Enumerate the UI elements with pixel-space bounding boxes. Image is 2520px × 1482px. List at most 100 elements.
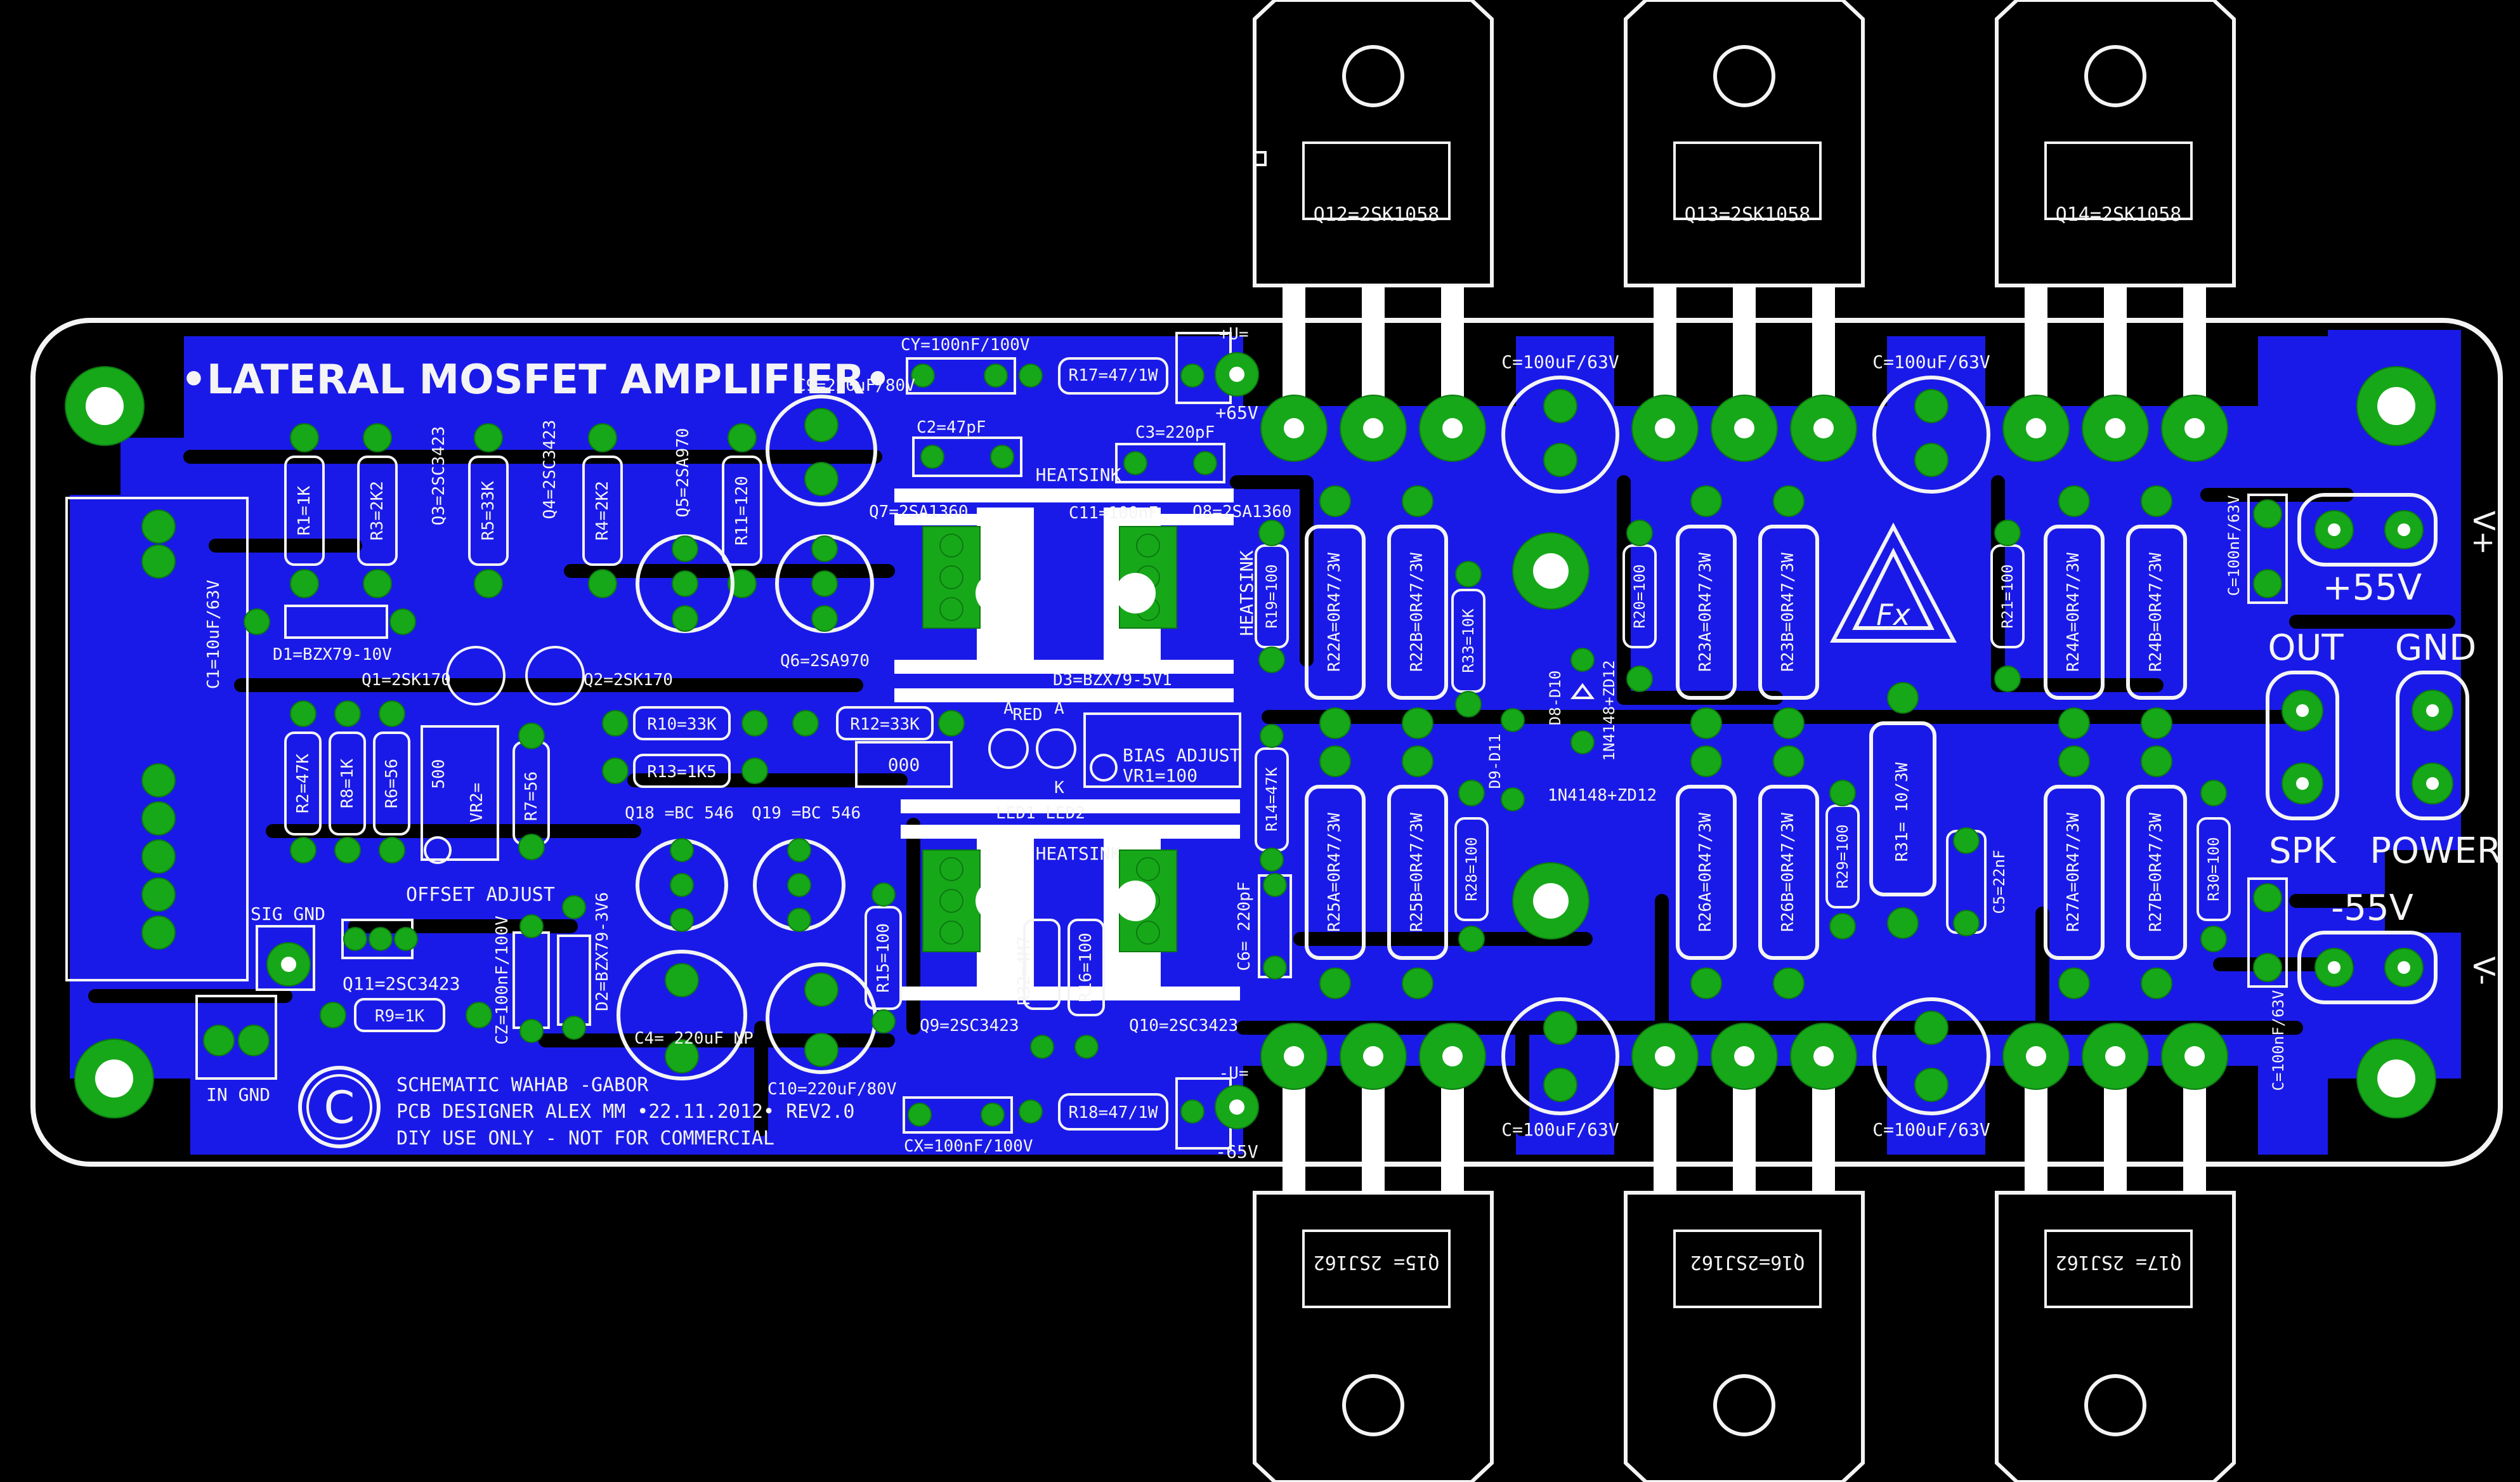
q5-label: Q5=2SA970 <box>674 428 693 518</box>
electrolytic-caps: C9=220uF/80V C10=220uF/80V C4= 220uF NP <box>617 376 915 1099</box>
bias-adjust-label: BIAS ADJUST <box>1123 745 1241 766</box>
c10-label: C10=220uF/80V <box>767 1080 897 1099</box>
q9-label: Q9=2SC3423 <box>920 1016 1019 1035</box>
r28-label: R28=100 <box>1463 837 1480 901</box>
out-label: OUT <box>2268 627 2344 669</box>
emitter-resistors: R22A=0R47/3W R22B=0R47/3W R23A=0R47/3W R… <box>1305 485 2187 999</box>
c11-label: C11=100nF <box>1069 504 1158 523</box>
offset-adjust-label: OFFSET ADJUST <box>406 884 555 906</box>
r15-label: R15=100 <box>874 923 893 993</box>
cz-label: CZ=100nF/100V <box>493 915 512 1045</box>
c1-label: C1=10uF/63V <box>204 580 223 689</box>
d8-label: D8-D10 <box>1546 671 1564 726</box>
q10-label: Q10=2SC3423 <box>1129 1016 1238 1035</box>
r25b-label: R25B=0R47/3W <box>1407 813 1426 932</box>
bias-adjust: BIAS ADJUST VR1=100 000 <box>855 712 1241 788</box>
d1-label: D1=BZX79-10V <box>273 645 392 664</box>
r23b-label: R23B=0R47/3W <box>1779 553 1798 672</box>
r13-label: R13=1K5 <box>647 763 717 782</box>
gate-resistors: R19=100 R20=100 R21=100 R28=100 R29=100 … <box>1255 520 2231 952</box>
c3-label: C3=220pF <box>1135 423 1215 442</box>
r21-label: R21=100 <box>1999 564 2016 628</box>
filter-caps: C=100nF/63V C=100nF/63V <box>2225 494 2288 1091</box>
q11-label: Q11=2SC3423 <box>343 973 460 994</box>
r19-label: R19=100 <box>1263 564 1281 628</box>
protection-diodes: D8-D10 1N4148+ZD12 D9-D11 1N4148+ZD12 <box>1486 648 1657 811</box>
r12-label: R12=33K <box>850 715 920 734</box>
out-cap-3-label: C=100uF/63V <box>1501 1119 1619 1140</box>
r22a-label: R22A=0R47/3W <box>1325 553 1344 672</box>
spk-label: SPK <box>2269 830 2337 872</box>
r17-label: R17=47/1W <box>1069 366 1158 385</box>
input-stage: R1=1K R3=2K2 Q3=2SC3423 R5=33K Q4=2SC342… <box>65 420 1105 1059</box>
q6-label: Q6=2SA970 <box>780 652 870 671</box>
r5-label: R5=33K <box>479 481 498 541</box>
q17-label: Q17= 2SJ162 <box>2056 1251 2182 1273</box>
r29-label: R29=100 <box>1834 824 1851 888</box>
r33-label: R33=10K <box>1459 608 1477 673</box>
out-cap-2-label: C=100uF/63V <box>1872 351 1990 372</box>
r2-label: R2=47K <box>294 754 313 813</box>
q19-label: Q19 =BC 546 <box>752 804 861 823</box>
v65-minus-label: -65V <box>1215 1141 1258 1162</box>
q18-label: Q18 =BC 546 <box>625 804 734 823</box>
mounting-holes <box>65 366 2436 1118</box>
leds-label: LED1 LED2 <box>996 804 1085 823</box>
led-a2-label: A <box>1054 699 1064 718</box>
q7-label: Q7=2SA1360 <box>869 502 969 521</box>
u-minus-label: -U= <box>1219 1064 1249 1083</box>
r23a-label: R23A=0R47/3W <box>1696 553 1715 672</box>
c4-label: C4= 220uF NP <box>634 1029 754 1048</box>
q14-label: Q14=2SK1058 <box>2056 204 2182 226</box>
q1-label: Q1=2SK170 <box>362 671 451 690</box>
credits-block: C SCHEMATIC WAHAB -GABOR PCB DESIGNER AL… <box>298 1066 854 1150</box>
r27a-label: R27A=0R47/3W <box>2064 813 2083 932</box>
r31-label: R31= 10/3W <box>1893 762 1912 862</box>
q2-label: Q2=2SK170 <box>584 671 673 690</box>
r7-label: R7=56 <box>522 771 541 821</box>
cy-label: CY=100nF/100V <box>901 336 1030 355</box>
r3-label: R3=2K2 <box>368 481 387 541</box>
top-output-transistors: Q12=2SK1058 Q13=2SK1058 Q14=2SK1058 <box>1253 0 2236 425</box>
r24a-label: R24A=0R47/3W <box>2064 553 2083 672</box>
q15-label: Q15= 2SJ162 <box>1314 1251 1440 1273</box>
minus-55v-label: -55V <box>2331 888 2413 929</box>
rail-filter: CY=100nF/100V R17=47/1W +U= +65V CX=100n… <box>901 325 1259 1162</box>
credit-line-1: SCHEMATIC WAHAB -GABOR <box>396 1074 649 1096</box>
out-cap-4-label: C=100uF/63V <box>1872 1119 1990 1140</box>
c5-label: C5=22nF <box>1990 849 2008 914</box>
c9-label: C9=220uF/80V <box>796 376 915 395</box>
zobel-network: R31= 10/3W C5=22nF <box>1869 682 2008 939</box>
filter-cap-bottom-label: C=100nF/63V <box>2269 990 2287 1091</box>
v-minus-connector-label: V- <box>2467 956 2501 985</box>
v-plus-connector-label: V+ <box>2467 511 2501 555</box>
d-lower-label: 1N4148+ZD12 <box>1548 786 1657 805</box>
r32-label: R32=4M7 <box>1015 936 1034 1006</box>
r26a-label: R26A=0R47/3W <box>1696 813 1715 932</box>
bias-pot-value: 000 <box>888 754 920 775</box>
output-caps: C=100uF/63V C=100uF/63V C=100uF/63V C=10… <box>1501 351 1990 1140</box>
v65-plus-label: +65V <box>1215 402 1258 423</box>
r10-label: R10=33K <box>647 715 717 734</box>
sig-gnd-label: SIG GND <box>251 903 325 924</box>
heatsink-top-label: HEATSINK <box>1036 464 1121 485</box>
q13-label: Q13=2SK1058 <box>1685 204 1811 226</box>
r6-label: R6=56 <box>382 759 402 808</box>
q8-label: Q8=2SA1360 <box>1192 502 1292 521</box>
r9-label: R9=1K <box>375 1007 425 1026</box>
plus-55v-label: +55V <box>2323 567 2422 608</box>
out-cap-1-label: C=100uF/63V <box>1501 351 1619 372</box>
r24b-label: R24B=0R47/3W <box>2146 553 2165 672</box>
output-pads <box>1260 395 2228 1090</box>
vr2-value: 500 <box>429 759 448 789</box>
copyright-symbol: C <box>324 1082 355 1134</box>
d-upper-label: 1N4148+ZD12 <box>1600 660 1618 761</box>
d2-label: D2=BZX79-3V6 <box>593 892 612 1011</box>
r30-label: R30=100 <box>2205 837 2223 901</box>
r16-label: R16=100 <box>1076 933 1095 1002</box>
q16-label: Q16=2SJ162 <box>1690 1251 1805 1273</box>
led-a1-label: A <box>1003 699 1014 718</box>
led-red-label: RED <box>1013 705 1043 725</box>
gnd-label: GND <box>2395 627 2476 669</box>
q12-label: Q12=2SK1058 <box>1314 204 1440 226</box>
